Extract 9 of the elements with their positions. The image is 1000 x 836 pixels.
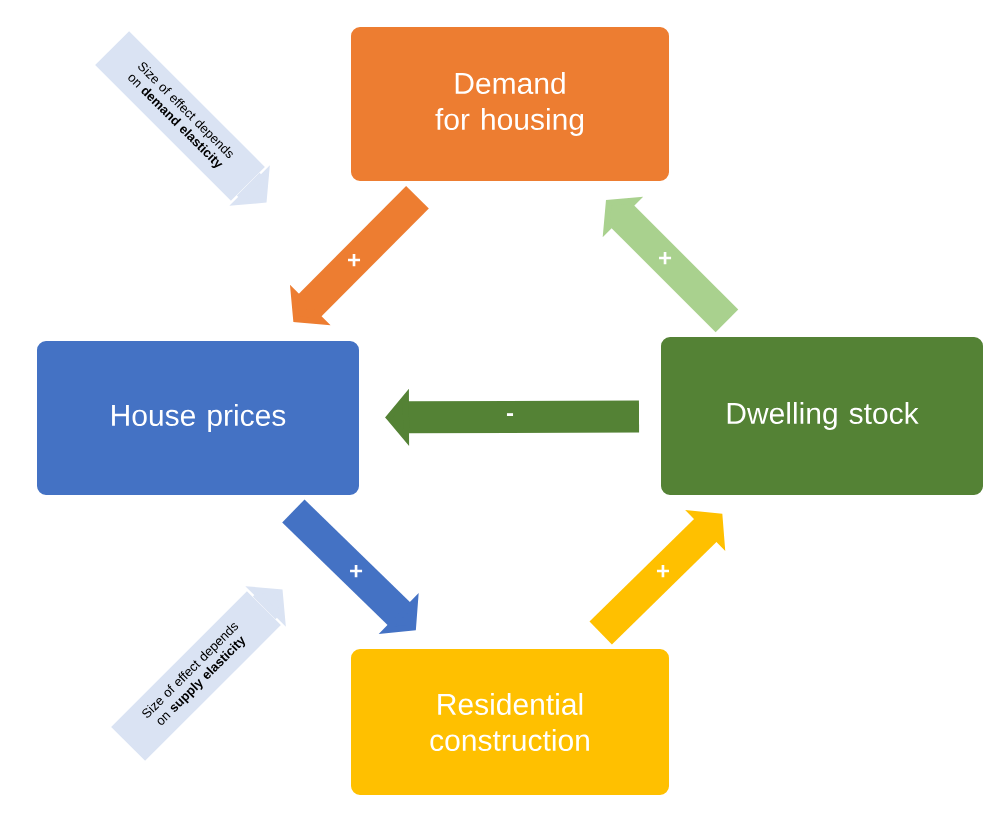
edge-label: + — [659, 251, 672, 265]
process-box: Residential construction — [349, 647, 671, 797]
edge-label: - — [506, 413, 514, 416]
edge-label: + — [348, 253, 361, 267]
edge-label: + — [656, 564, 669, 578]
process-box: Dwelling stock — [659, 335, 985, 497]
edge-label: + — [350, 564, 363, 578]
process-box: Demand for housing — [349, 25, 671, 183]
process-box: House prices — [35, 339, 361, 497]
